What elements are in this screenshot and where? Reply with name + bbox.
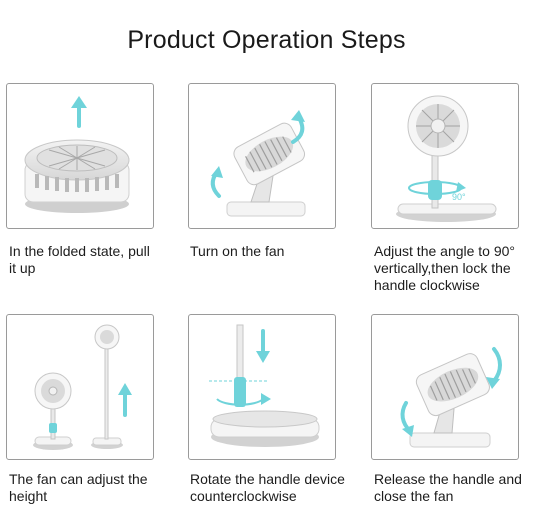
step-4-image xyxy=(6,314,154,460)
step-2-image xyxy=(188,83,336,229)
step-6-caption: Release the handle and close the fan xyxy=(374,471,522,504)
fan-height-icon xyxy=(33,324,132,450)
page-title: Product Operation Steps xyxy=(127,26,406,54)
fan-rotate-90-icon: 90° xyxy=(396,95,497,222)
step-1-image xyxy=(6,83,154,229)
angle-label: 90° xyxy=(452,192,466,202)
handle-counterclockwise-icon xyxy=(209,324,320,447)
step-5-image xyxy=(188,314,336,460)
step-5-caption: Rotate the handle device counterclockwis… xyxy=(190,471,345,504)
step-6-image xyxy=(371,314,519,460)
step-3-image: 90° xyxy=(371,83,519,229)
step-2-caption: Turn on the fan xyxy=(190,243,285,259)
step-4-caption: The fan can adjust the height xyxy=(9,471,148,504)
fan-close-icon xyxy=(400,347,502,448)
fan-tilt-icon xyxy=(210,110,306,217)
step-3-caption: Adjust the angle to 90° vertically,then … xyxy=(374,243,516,293)
step-1-caption: In the folded state, pull it up xyxy=(9,243,150,276)
folded-fan-up-arrow-icon xyxy=(24,96,130,213)
